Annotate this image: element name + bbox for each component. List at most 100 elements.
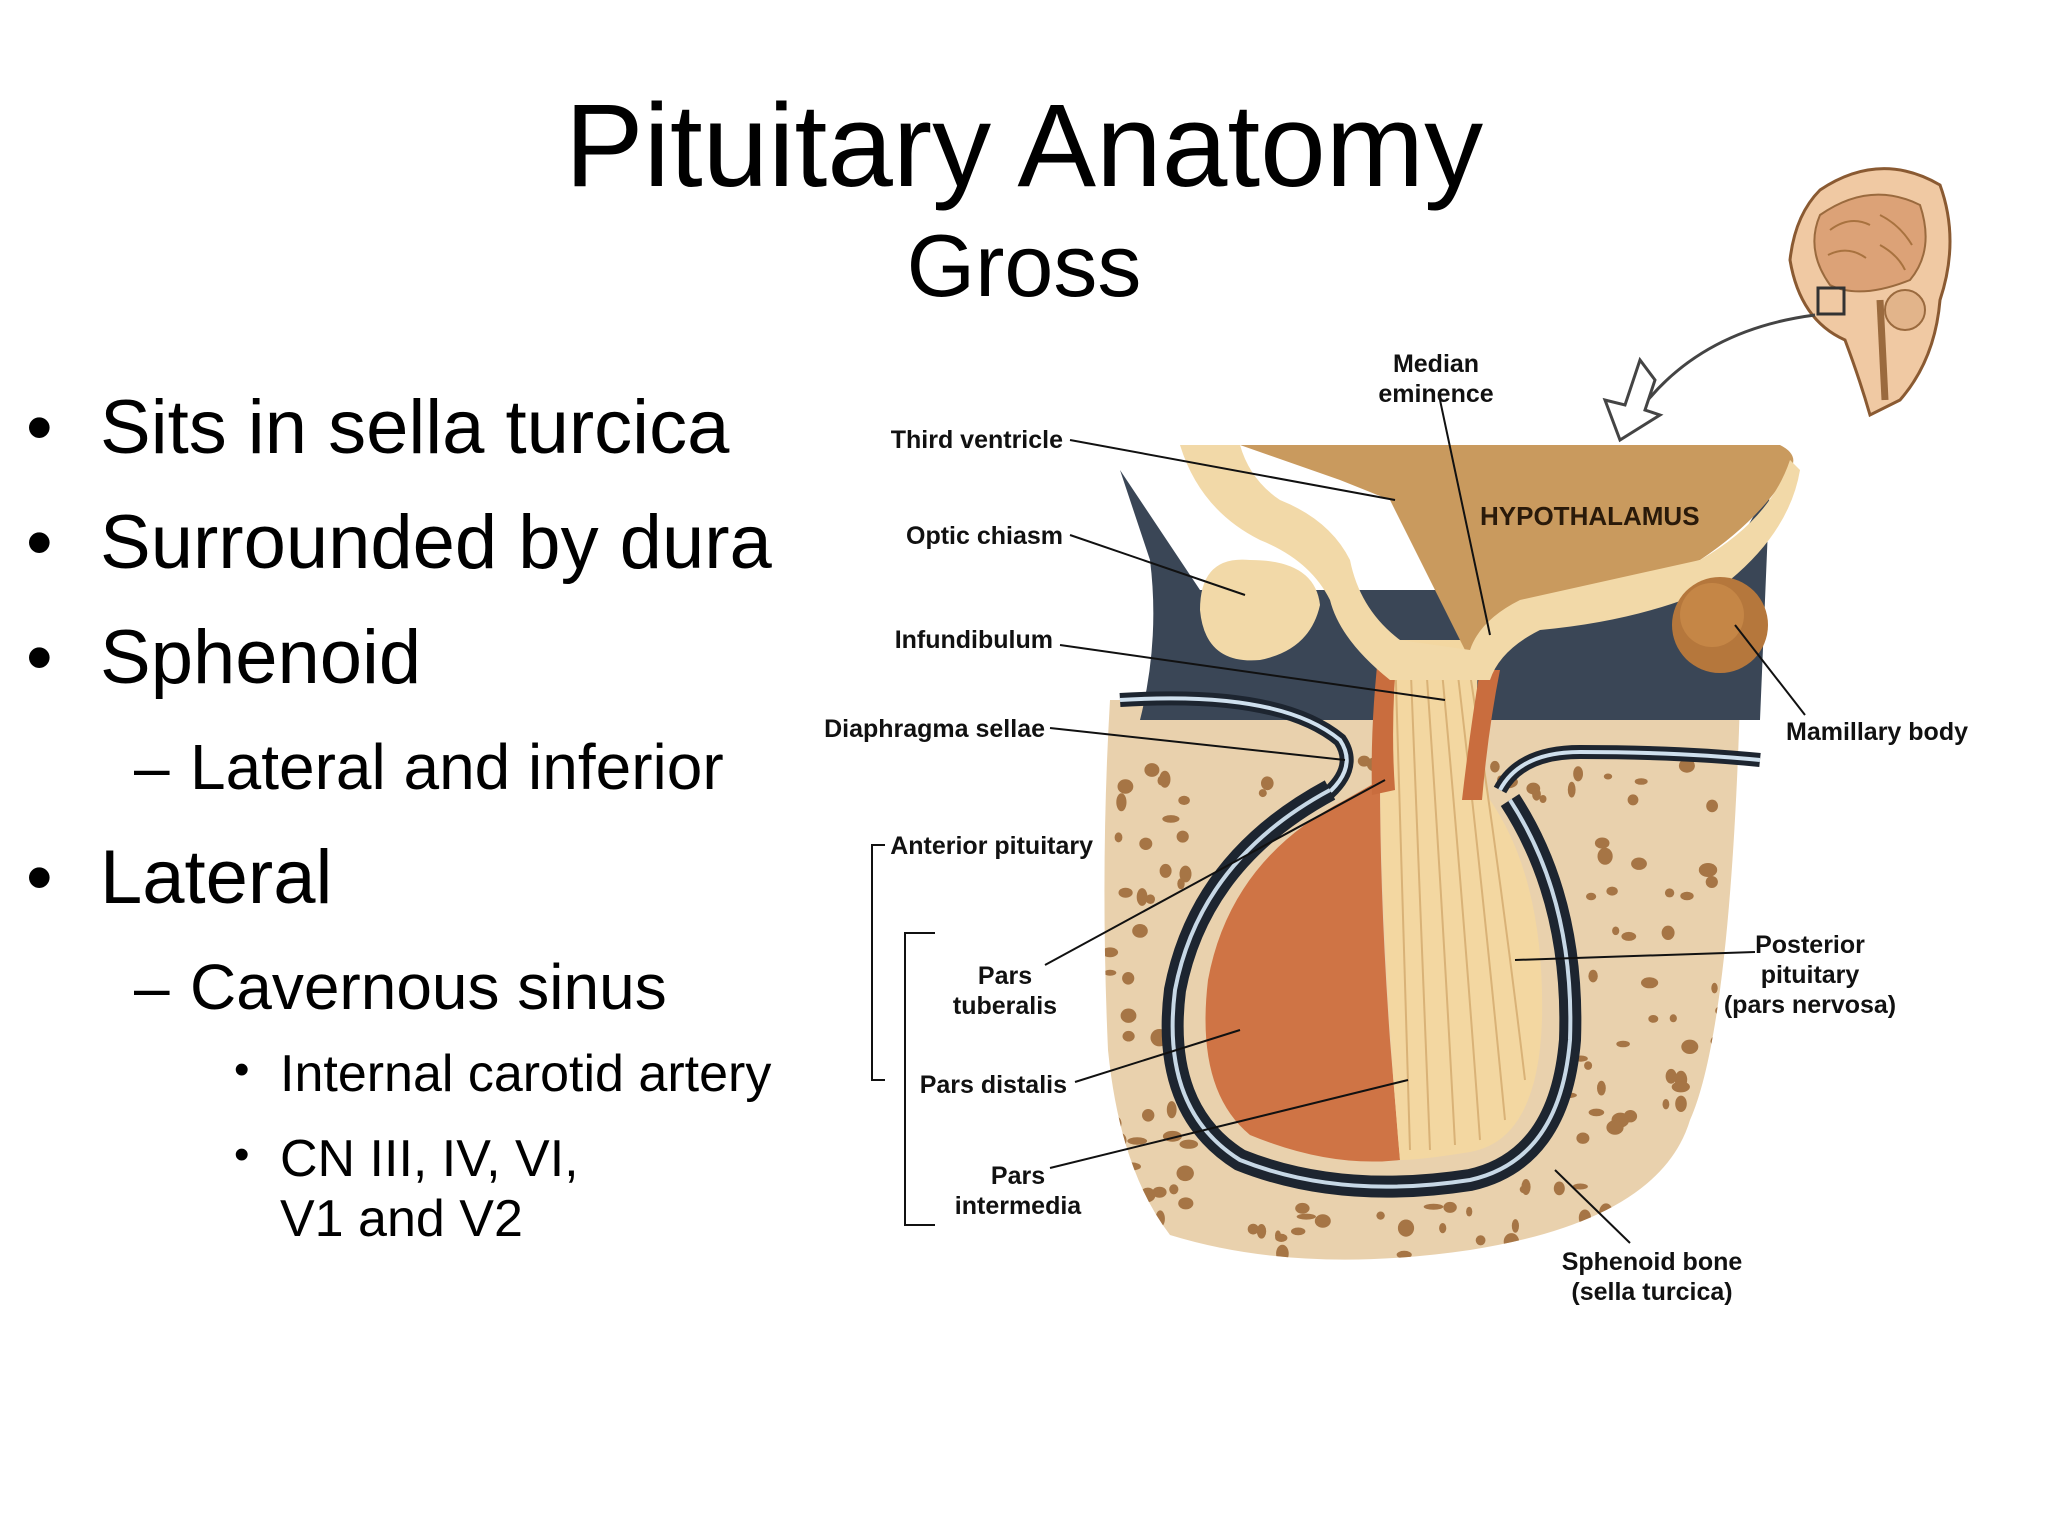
optic-chiasm-shape xyxy=(1200,559,1320,661)
bullet-text: V1 and V2 xyxy=(280,1190,523,1248)
bullet-item: • CN III, IV, VI, xyxy=(234,1130,579,1190)
bone-pore xyxy=(1631,857,1647,870)
bone-pore xyxy=(1291,1227,1306,1236)
bone-pore xyxy=(1519,1185,1529,1194)
bone-pore xyxy=(1606,886,1618,896)
bone-pore xyxy=(1155,1210,1165,1227)
label-posterior: Posterior xyxy=(1755,931,1865,959)
bracket-subparts xyxy=(904,932,935,1226)
label-pars-nervosa: (pars nervosa) xyxy=(1724,991,1896,1019)
bullet-item: V1 and V2 xyxy=(280,1190,523,1250)
bone-pore xyxy=(1159,863,1172,878)
leader-infundibulum xyxy=(1059,644,1446,701)
leader-pars-tuberalis xyxy=(1044,779,1386,966)
bullet-text: Cavernous sinus xyxy=(190,951,667,1023)
bullet-text: Sphenoid xyxy=(100,615,422,700)
bone-pore xyxy=(1678,758,1695,773)
bone-pore xyxy=(1136,888,1148,906)
bone-pore xyxy=(1127,1137,1148,1145)
slide-title: Pituitary Anatomy xyxy=(564,80,1484,212)
bone-pore xyxy=(1704,1118,1713,1129)
bone-pore xyxy=(1709,1142,1729,1152)
pars-tuberalis-right xyxy=(1462,670,1500,800)
bone-pore xyxy=(1597,847,1613,865)
bullet-marker: • xyxy=(234,1130,250,1179)
bone-pore xyxy=(1162,815,1180,823)
bone-pore xyxy=(1139,1187,1156,1203)
leader-pars-distalis xyxy=(1074,1029,1241,1083)
bone-pore xyxy=(1715,1196,1725,1205)
bone-pore xyxy=(1169,1184,1179,1195)
bone-pore xyxy=(1641,977,1659,989)
label-optic-chiasm: Optic chiasm xyxy=(906,522,1063,550)
bone-pore xyxy=(1567,781,1576,798)
bone-pore xyxy=(1276,1244,1289,1260)
label-tuberalis: tuberalis xyxy=(953,992,1057,1020)
bone-pore xyxy=(1671,1081,1690,1093)
bone-pore xyxy=(1144,763,1160,777)
bone-pore xyxy=(1160,1246,1173,1260)
bullet-marker: • xyxy=(234,1045,250,1094)
bone-pore xyxy=(1612,926,1620,936)
bone-pore xyxy=(1256,1224,1267,1239)
leader-median-eminence xyxy=(1439,399,1491,636)
bone-pore xyxy=(1634,778,1648,785)
bone-pore xyxy=(1466,1206,1473,1217)
bone-pore xyxy=(1114,832,1123,843)
label-third-ventricle: Third ventricle xyxy=(891,426,1063,454)
diaphragma-highlight xyxy=(1119,696,1349,802)
label-eminence: eminence xyxy=(1378,380,1493,408)
bone-pore xyxy=(1275,1233,1288,1242)
leader-posterior xyxy=(1514,951,1756,961)
label-mamillary-body: Mamillary body xyxy=(1786,718,1968,746)
bullet-item: • Internal carotid artery xyxy=(234,1045,772,1105)
bullet-marker: • xyxy=(26,615,53,700)
bullet-text: CN III, IV, VI, xyxy=(280,1130,579,1188)
bone-pore xyxy=(1710,1036,1722,1047)
bone-pore xyxy=(1503,1233,1520,1251)
bone-pore xyxy=(1178,795,1190,806)
bullet-marker: • xyxy=(26,500,53,585)
bullet-text: Surrounded by dura xyxy=(100,500,772,585)
bone-pore xyxy=(1578,1209,1591,1226)
bone-pore xyxy=(1584,1061,1593,1070)
anterior-pituitary-shape xyxy=(1205,780,1400,1162)
bullet-marker: – xyxy=(134,731,170,803)
bone-pore xyxy=(1532,788,1541,801)
bone-pore xyxy=(1122,972,1135,985)
inset-arrow-curve xyxy=(1638,313,1816,411)
label-median: Median xyxy=(1393,350,1479,378)
bone-pore xyxy=(1104,969,1117,976)
bone-pore xyxy=(1711,982,1718,994)
bone-pore xyxy=(1475,1235,1486,1246)
diaphragma-right-highlight xyxy=(1498,749,1761,791)
bone-pore xyxy=(1576,1132,1590,1144)
bone-pore xyxy=(1606,1120,1624,1135)
bone-pore xyxy=(1511,1219,1519,1233)
bullet-text: Internal carotid artery xyxy=(280,1045,772,1103)
bullet-item: – Cavernous sinus xyxy=(134,955,667,1019)
label-pars-distalis: Pars distalis xyxy=(920,1071,1067,1099)
brain-stem xyxy=(1876,299,1889,401)
bullet-text: Lateral and inferior xyxy=(190,731,724,803)
brain-gyri xyxy=(1827,214,1913,271)
sella-dura-highlight xyxy=(1170,788,1573,1189)
bone-pore xyxy=(1698,863,1718,877)
bullet-marker: • xyxy=(26,835,53,920)
bone-pore xyxy=(1711,1186,1720,1193)
bone-pore xyxy=(1423,1203,1444,1210)
bone-pore xyxy=(1179,1139,1199,1149)
bone-pore xyxy=(1648,1015,1659,1023)
bone-pore xyxy=(1680,891,1694,901)
bone-pore xyxy=(1258,789,1267,798)
bone-pore xyxy=(1490,760,1500,773)
bone-pore xyxy=(1176,1165,1194,1182)
bone-pore xyxy=(1669,1014,1677,1023)
label-anterior-pituitary: Anterior pituitary xyxy=(890,832,1093,860)
bone-pore xyxy=(1675,1095,1687,1113)
bone-pore xyxy=(1705,876,1718,888)
bone-pore xyxy=(1296,1213,1316,1220)
bullet-item: – Lateral and inferior xyxy=(134,735,724,799)
label-diaphragma-sellae: Diaphragma sellae xyxy=(824,715,1045,743)
mamillary-body-inner xyxy=(1680,583,1744,647)
